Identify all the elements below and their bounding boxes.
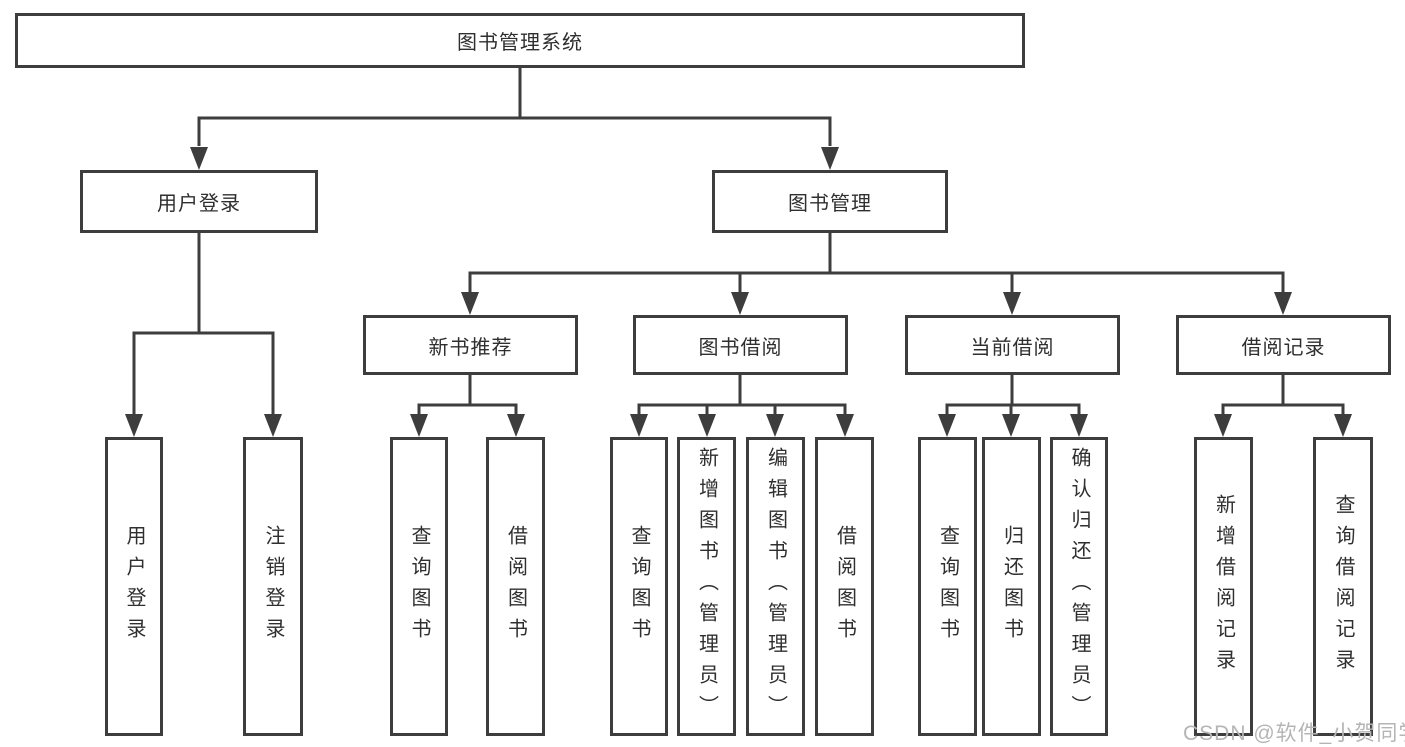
leaf-borrow-books-recommend: 借阅图书 xyxy=(486,437,545,736)
leaf-query-borrow-record: 查询借阅记录 xyxy=(1313,437,1373,736)
arrowheads xyxy=(125,147,1352,437)
node-book-borrowing: 图书借阅 xyxy=(633,315,848,375)
node-borrowing-records: 借阅记录 xyxy=(1176,315,1391,375)
leaf-borrow-books: 借阅图书 xyxy=(815,437,874,736)
node-current-borrowing: 当前借阅 xyxy=(905,315,1120,375)
leaf-return-books: 归还图书 xyxy=(982,437,1041,736)
leaf-query-books-current: 查询图书 xyxy=(918,437,977,736)
leaf-confirm-return-admin: 确认归还（管理员） xyxy=(1050,437,1108,736)
node-book-management: 图书管理 xyxy=(712,170,948,233)
node-user-login: 用户登录 xyxy=(80,170,318,233)
leaf-add-books-admin: 新增图书（管理员） xyxy=(677,437,736,736)
node-new-book-recommend: 新书推荐 xyxy=(363,315,578,375)
leaf-logout: 注销登录 xyxy=(243,437,303,736)
leaf-add-borrow-record: 新增借阅记录 xyxy=(1194,437,1253,736)
connector-strokes xyxy=(132,68,1345,416)
node-root: 图书管理系统 xyxy=(15,13,1025,68)
leaf-query-books-borrowing: 查询图书 xyxy=(610,437,668,736)
leaf-edit-books-admin: 编辑图书（管理员） xyxy=(746,437,805,736)
csdn-watermark: CSDN @软件_小贺同学 xyxy=(1183,722,1405,745)
leaf-user-login: 用户登录 xyxy=(105,437,163,736)
leaf-query-books-recommend: 查询图书 xyxy=(390,437,448,736)
